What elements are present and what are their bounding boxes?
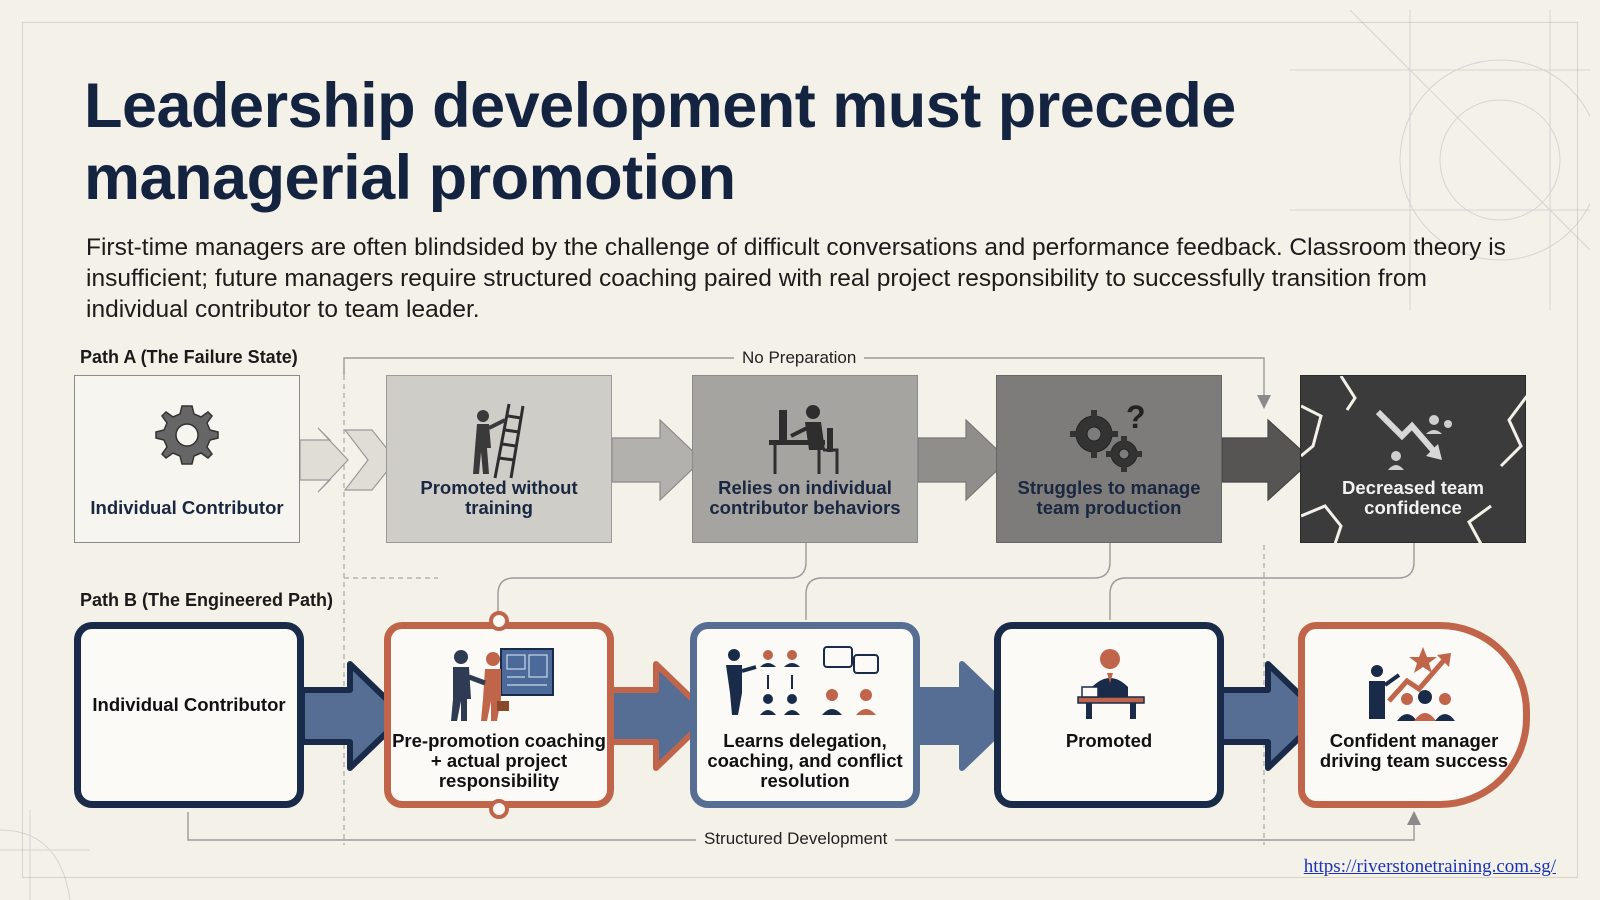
step-label: Decreased team confidence — [1342, 477, 1484, 518]
connector-dot — [489, 799, 509, 819]
ladder-climber-icon — [473, 403, 525, 479]
step-label: Confident manager driving team success — [1319, 730, 1509, 771]
blueprint-decoration-corner — [0, 810, 90, 900]
path-a-arrow-3 — [917, 418, 1009, 502]
handshake-blueprint-icon — [451, 648, 554, 721]
path-b-label: Path B (The Engineered Path) — [80, 590, 334, 610]
gear-icon — [155, 405, 219, 465]
path-a-label: Path A (The Failure State) — [80, 347, 298, 367]
path-a-step-promoted-without-training: Promoted without training — [386, 375, 612, 543]
path-b-step-pre-promotion-coaching: Pre-promotion coaching + actual project … — [384, 611, 614, 819]
path-b-step-promoted: Promoted — [994, 622, 1224, 808]
gears-question-icon: ? — [1070, 399, 1146, 472]
cracked-glass-texture — [1301, 376, 1527, 544]
blueprint-decoration — [1290, 10, 1590, 310]
page-frame — [22, 22, 1578, 878]
delegation-icon — [726, 646, 879, 715]
step-label: Promoted without training — [420, 477, 578, 518]
path-a-step-individual-contributor: Individual Contributor — [74, 375, 300, 543]
path-b-arrow-3 — [911, 661, 1019, 771]
desk-worker-icon — [769, 405, 839, 474]
structured-development-label: Structured Development — [696, 829, 896, 849]
path-a-step-struggles-to-manage: ? Struggles to manage team production — [996, 375, 1222, 543]
svg-text:?: ? — [1126, 399, 1146, 435]
path-b-arrow-4 — [1217, 661, 1325, 771]
step-label: Individual Contributor — [90, 497, 284, 518]
page-subtitle: First-time managers are often blindsided… — [86, 234, 1506, 323]
path-b-arrow-2 — [605, 661, 713, 771]
website-link[interactable]: https://riverstonetraining.com.sg/ — [1303, 856, 1556, 877]
path-a-arrow-4 — [1221, 418, 1313, 502]
page-title: Leadership development must precede mana… — [84, 71, 1236, 213]
step-label: Relies on individual contributor behavio… — [709, 477, 901, 518]
path-a-arrow-2 — [611, 418, 703, 502]
step-label: Promoted — [1065, 730, 1153, 751]
step-label: Pre-promotion coaching + actual project … — [392, 730, 606, 791]
step-label: Individual Contributor — [92, 694, 286, 715]
team-growth-icon — [1369, 647, 1455, 721]
path-b-arrow-1 — [299, 661, 407, 771]
step-label: Learns delegation, coaching, and conflic… — [707, 730, 903, 791]
path-b-step-learns-delegation: Learns delegation, coaching, and conflic… — [690, 622, 920, 808]
declining-chart-icon — [1375, 409, 1452, 470]
path-a-step-decreased-confidence: Decreased team confidence — [1300, 375, 1527, 544]
no-preparation-label: No Preparation — [734, 348, 865, 368]
connector-dot — [489, 611, 509, 631]
step-label: Struggles to manage team production — [1017, 477, 1201, 518]
path-a-arrow-1 — [299, 427, 397, 493]
path-b-step-individual-contributor: Individual Contributor — [74, 622, 304, 808]
manager-at-desk-icon — [1077, 649, 1145, 719]
path-b-step-confident-manager: Confident manager driving team success — [1298, 622, 1530, 808]
path-a-step-relies-on-ic-behaviors: Relies on individual contributor behavio… — [692, 375, 918, 543]
